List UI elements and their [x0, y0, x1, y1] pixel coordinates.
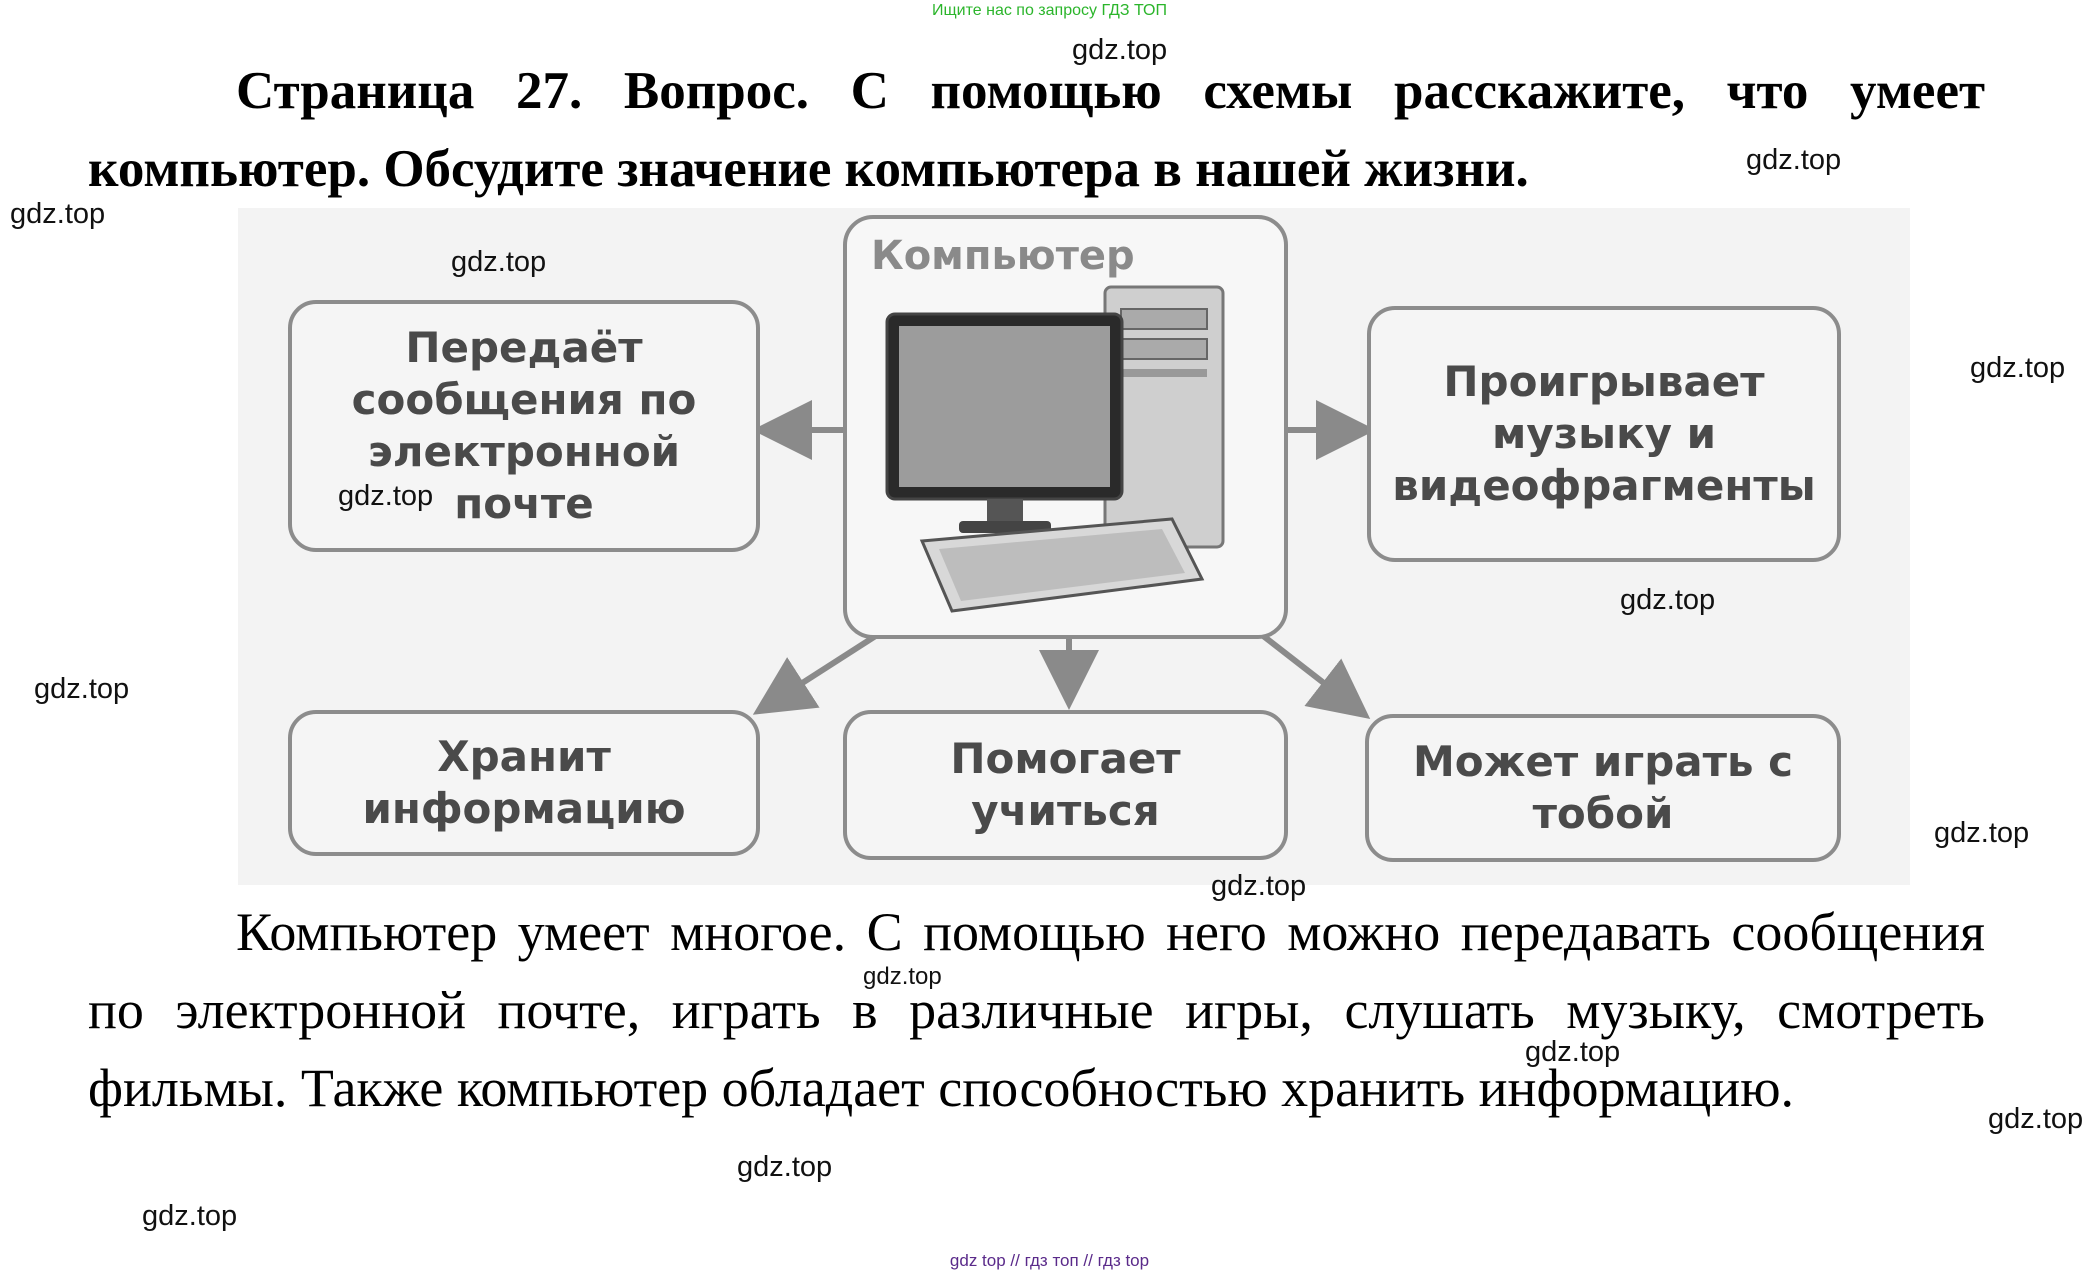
watermark: gdz.top: [10, 198, 106, 230]
watermark: gdz.top: [1970, 352, 2066, 384]
watermark: gdz.top: [451, 246, 547, 278]
watermark: gdz.top: [737, 1151, 833, 1183]
center-box-computer: Компьютер: [843, 215, 1288, 639]
watermark: gdz.top: [1525, 1036, 1621, 1068]
box-store-label: Хранит информацию: [362, 732, 686, 833]
box-email-label: Передаёт сообщения по электронной почте: [351, 323, 697, 528]
arrow-down-right: [1251, 625, 1371, 720]
box-media: Проигрывает музыку и видеофрагменты: [1367, 306, 1841, 562]
watermark: gdz.top: [1746, 144, 1842, 176]
box-media-label: Проигрывает музыку и видеофрагменты: [1392, 357, 1816, 510]
watermark: gdz.top: [863, 963, 942, 990]
computer-diagram: Передаёт сообщения по электронной почте …: [238, 208, 1910, 885]
box-email: Передаёт сообщения по электронной почте: [288, 300, 760, 552]
diagram-arrows: [752, 400, 1376, 720]
center-title: Компьютер: [871, 233, 1135, 279]
box-learn: Помогает учиться: [843, 710, 1288, 860]
watermark: gdz.top: [1988, 1103, 2084, 1135]
box-store: Хранит информацию: [288, 710, 760, 856]
arrow-down-left: [752, 625, 890, 715]
watermark: gdz.top: [1072, 34, 1168, 66]
top-banner: Ищите нас по запросу ГДЗ ТОП: [932, 2, 1167, 19]
watermark: gdz.top: [1934, 817, 2030, 849]
computer-illustration: [885, 285, 1225, 613]
watermark: gdz.top: [338, 480, 434, 512]
watermark: gdz.top: [142, 1200, 238, 1232]
heading-text: Страница 27. Вопрос. С помощью схемы рас…: [88, 62, 1985, 198]
answer-text: Компьютер умеет многое. С помощью него м…: [88, 902, 1985, 1118]
box-play: Может играть с тобой: [1365, 714, 1841, 862]
footer-links: gdz top // гдз топ // гдз top: [949, 1251, 1150, 1270]
watermark: gdz.top: [1620, 584, 1716, 616]
box-learn-label: Помогает учиться: [950, 734, 1181, 835]
watermark: gdz.top: [1211, 870, 1307, 902]
answer-paragraph: Компьютер умеет многое. С помощью него м…: [88, 893, 1985, 1127]
box-play-label: Может играть с тобой: [1412, 737, 1794, 838]
watermark: gdz.top: [34, 673, 130, 705]
page-heading: Страница 27. Вопрос. С помощью схемы рас…: [88, 52, 1985, 208]
